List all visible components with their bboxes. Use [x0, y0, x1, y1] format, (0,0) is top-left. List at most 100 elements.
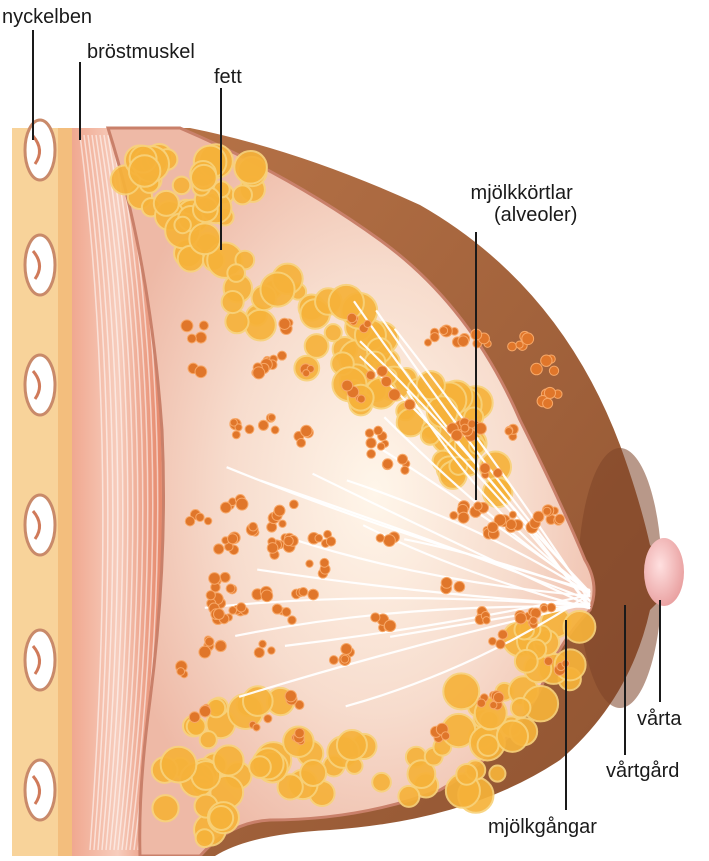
gland-alveolus [195, 332, 206, 343]
gland-alveolus [189, 712, 200, 723]
gland-alveolus [357, 395, 365, 403]
gland-alveolus [285, 690, 296, 701]
gland-alveolus [555, 514, 564, 523]
gland-alveolus [226, 584, 235, 593]
fat-lobule [129, 155, 160, 186]
gland-alveolus [258, 420, 268, 430]
gland-alveolus [272, 604, 282, 614]
fat-lobule [260, 272, 294, 306]
gland-alveolus [214, 544, 224, 554]
gland-alveolus [249, 522, 258, 531]
gland-alveolus [232, 431, 240, 439]
fat-lobule [154, 191, 179, 216]
gland-alveolus [237, 603, 246, 612]
gland-alveolus [549, 366, 558, 375]
gland-alveolus [295, 728, 305, 738]
fat-lobule [478, 735, 499, 756]
gland-alveolus [177, 668, 185, 676]
fat-lobule [213, 745, 243, 775]
gland-alveolus [215, 641, 226, 652]
gland-alveolus [541, 355, 552, 366]
gland-alveolus [213, 609, 224, 620]
gland-alveolus [493, 469, 502, 478]
gland-alveolus [490, 702, 497, 709]
gland-alveolus [474, 502, 482, 510]
label-areola: vårtgård [606, 760, 679, 782]
label-alveoli-line2: (alveoler) [466, 204, 577, 226]
fat-lobule [515, 650, 538, 673]
gland-alveolus [297, 438, 306, 447]
gland-alveolus [205, 637, 214, 646]
gland-alveolus [376, 534, 384, 542]
gland-alveolus [299, 588, 308, 597]
gland-alveolus [279, 520, 286, 527]
fat-lobule [511, 698, 531, 718]
label-alveoli-line1: mjölkkörtlar [466, 182, 577, 204]
label-nipple: vårta [637, 708, 681, 730]
gland-alveolus [366, 438, 376, 448]
gland-alveolus [254, 647, 264, 657]
gland-alveolus [389, 389, 401, 401]
gland-alveolus [516, 341, 523, 348]
fat-lobule [209, 806, 233, 830]
fat-lobule [161, 747, 197, 783]
gland-alveolus [341, 644, 352, 655]
fat-lobule [245, 310, 276, 341]
fat-lobule [329, 285, 364, 320]
gland-alveolus [199, 706, 210, 717]
fat-lobule [227, 264, 245, 282]
gland-alveolus [458, 336, 469, 347]
gland-alveolus [441, 577, 452, 588]
gland-alveolus [209, 573, 221, 585]
gland-alveolus [181, 320, 193, 332]
fat-lobule [443, 673, 479, 709]
gland-alveolus [398, 454, 408, 464]
fat-lobule [191, 165, 217, 191]
label-fat: fett [214, 66, 242, 88]
gland-alveolus [505, 427, 513, 435]
gland-alveolus [383, 535, 395, 547]
gland-alveolus [374, 426, 383, 435]
gland-alveolus [329, 656, 338, 665]
gland-alveolus [488, 522, 499, 533]
gland-alveolus [187, 334, 196, 343]
gland-alveolus [533, 511, 544, 522]
fat-lobule [249, 756, 271, 778]
gland-alveolus [267, 543, 278, 554]
gland-alveolus [301, 425, 312, 436]
gland-alveolus [496, 639, 505, 648]
gland-alveolus [268, 647, 275, 654]
gland-alveolus [483, 617, 490, 624]
gland-alveolus [195, 366, 207, 378]
fat-lobule [564, 611, 596, 643]
gland-alveolus [544, 657, 553, 666]
nipple [644, 538, 684, 606]
gland-alveolus [381, 376, 391, 386]
gland-alveolus [220, 502, 231, 513]
gland-alveolus [451, 430, 462, 441]
gland-alveolus [498, 630, 507, 639]
gland-alveolus [543, 507, 551, 515]
fat-lobule [305, 334, 329, 358]
label-pectoral-muscle: bröstmuskel [87, 41, 195, 63]
gland-alveolus [274, 505, 285, 516]
gland-alveolus [277, 351, 286, 360]
gland-alveolus [506, 519, 516, 529]
gland-alveolus [206, 591, 215, 600]
gland-alveolus [284, 536, 293, 545]
fat-lobule [234, 151, 267, 184]
gland-alveolus [377, 443, 384, 450]
gland-alveolus [230, 419, 237, 426]
gland-alveolus [480, 463, 490, 473]
gland-alveolus [290, 500, 299, 509]
gland-alveolus [185, 516, 194, 525]
gland-alveolus [279, 318, 290, 329]
gland-alveolus [384, 620, 395, 631]
fat-lobule [233, 185, 252, 204]
gland-alveolus [493, 692, 503, 702]
gland-alveolus [382, 459, 392, 469]
gland-alveolus [326, 537, 335, 546]
label-clavicle: nyckelben [2, 6, 92, 28]
